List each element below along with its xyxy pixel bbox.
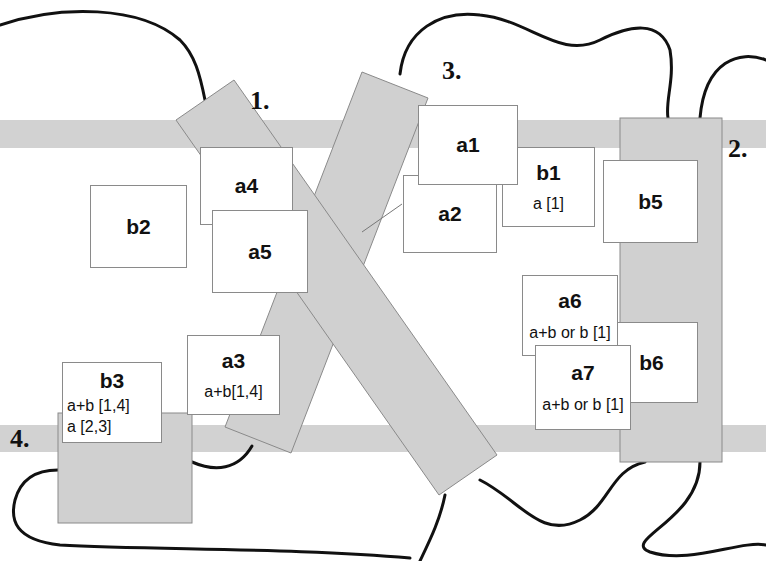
site-box: a6 a+b or b [1]: [522, 275, 618, 356]
loop-line: [0, 11, 205, 100]
site-name: b5: [638, 190, 663, 214]
site-name: a1: [456, 133, 479, 157]
site-box: a7 a+b or b [1]: [535, 345, 631, 430]
site-box: b2: [90, 185, 187, 268]
helix-edge: [362, 204, 402, 232]
loop-line: [643, 462, 766, 556]
site-name: a7: [571, 361, 594, 385]
site-box: a5: [212, 210, 308, 293]
callout-number: 4.: [10, 426, 30, 452]
site-name: a5: [248, 240, 271, 264]
callout-number: 2.: [728, 136, 748, 162]
site-name: a6: [558, 289, 581, 313]
site-box: a3 a+b[1,4]: [187, 335, 280, 415]
loop-line: [400, 14, 671, 118]
site-box: a1: [418, 105, 518, 185]
site-note: a [2,3]: [67, 418, 111, 436]
site-box: b5: [603, 160, 698, 243]
callout-number: 1.: [250, 88, 270, 114]
loop-lines: [0, 11, 766, 561]
site-box: b3 a+b [1,4] a [2,3]: [62, 362, 162, 443]
site-name: a4: [235, 174, 258, 198]
loop-line: [700, 57, 766, 118]
loop-line: [420, 495, 445, 561]
site-note: a+b or b [1]: [542, 396, 623, 414]
site-note: a+b[1,4]: [204, 383, 262, 401]
site-box: a2: [403, 175, 497, 253]
site-name: a3: [222, 349, 245, 373]
site-note: a+b or b [1]: [529, 324, 610, 342]
site-name: b2: [126, 215, 151, 239]
loop-line: [192, 446, 252, 468]
callout-number: 3.: [442, 58, 462, 84]
site-name: b1: [536, 161, 561, 185]
site-note: a [1]: [533, 195, 564, 213]
site-name: a2: [438, 202, 461, 226]
site-name: b3: [100, 369, 125, 393]
site-name: b6: [639, 351, 664, 375]
loop-line: [480, 462, 645, 525]
site-note: a+b [1,4]: [67, 397, 130, 415]
